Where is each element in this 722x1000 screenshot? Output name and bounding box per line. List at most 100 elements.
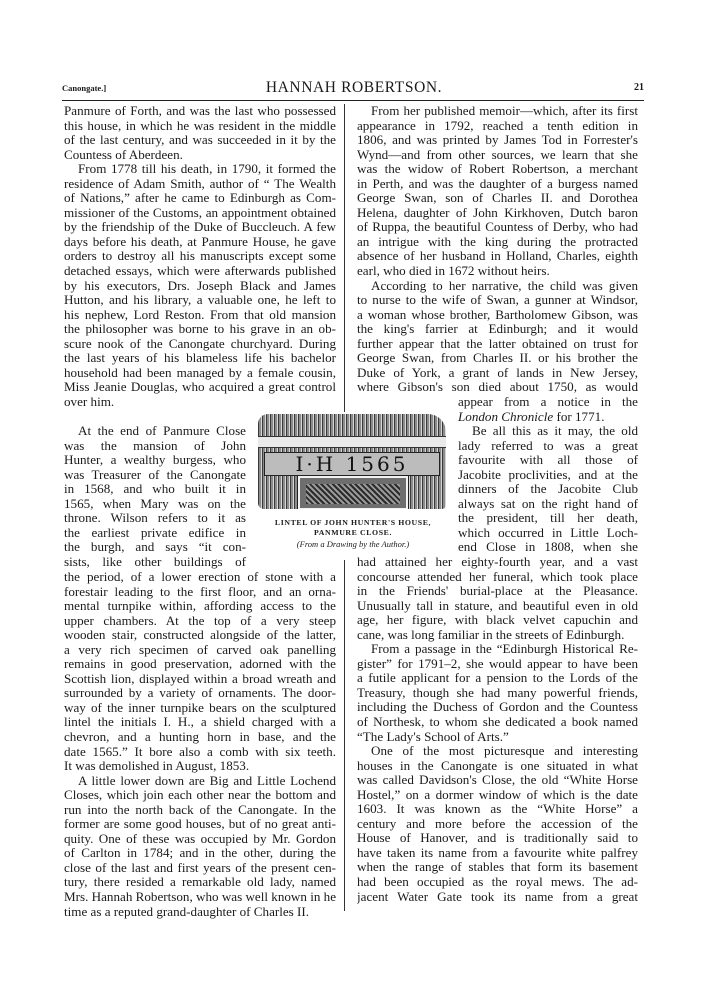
text-line: London Chronicle for 1771. xyxy=(458,409,605,424)
text-line: sists, like other buildings of xyxy=(64,554,246,569)
text-line: wooden stair, constructed alongside of t… xyxy=(64,628,336,643)
text-line: Countess of Aberdeen. xyxy=(64,147,183,162)
text-line: Wynd—and from other sources, we learn th… xyxy=(357,147,638,162)
text-line: the philosopher was borne to his grave i… xyxy=(64,322,336,337)
text-line: Treasury, though she had many powerful f… xyxy=(357,685,638,700)
text-line: run into the north back of the Canongate… xyxy=(64,802,336,817)
text-line: appearance in 1792, reached a tenth edit… xyxy=(357,118,638,133)
text-line: household had been managed by a female c… xyxy=(64,365,336,380)
text-line: 1603. It was known as the “White Horse” … xyxy=(357,802,638,817)
text-line: of Carlton in 1784; and in the other, du… xyxy=(64,846,336,861)
text-line: Jacobite proclivities, and at the xyxy=(458,467,638,482)
section-label: Canongate.] xyxy=(62,83,107,93)
right-column-top: From her published memoir—which, after i… xyxy=(357,104,638,395)
text-line: 1806, and was printed by James Tod in Fo… xyxy=(357,133,638,148)
text-line: surrounded by a variety of ornaments. Th… xyxy=(64,686,336,701)
figure-credit: (From a Drawing by the Author.) xyxy=(296,539,410,549)
text-line: by the friendship of the Duke of Buccleu… xyxy=(64,220,336,235)
text-line: Hunter, a wealthy burgess, who xyxy=(64,453,246,468)
text-line: Panmure of Forth, and was the last who p… xyxy=(64,104,336,118)
text-line: in Perth, and was the daughter of a burg… xyxy=(357,176,638,191)
text-line: orders to destroy all his manuscripts ex… xyxy=(64,249,336,264)
text-line: Duke of York, a grant of lands in New Je… xyxy=(357,365,638,380)
text-line: Hutton, and his library, a valuable one,… xyxy=(64,293,336,308)
text-line: over him. xyxy=(64,394,115,409)
text-line: had attained her eighty-fourth year, and… xyxy=(357,555,638,569)
figure-caption-location: PANMURE CLOSE. xyxy=(314,528,392,537)
text-line: From a passage in the “Edinburgh Histori… xyxy=(371,642,638,657)
lintel-illustration: I·H 1565 LINTEL OF JOHN HUNTER'S HOUSE, … xyxy=(255,414,446,557)
text-line: Hostel,” on a dormer window of which is … xyxy=(357,787,638,802)
text-line: century and more before the accession of… xyxy=(357,816,638,831)
text-line: According to her narrative, the child wa… xyxy=(371,278,638,293)
text-line: the burgh, and says “it con- xyxy=(64,540,246,555)
text-line: always sat on the right hand of xyxy=(458,496,638,511)
text-line: House of Hanover, and is traditionally s… xyxy=(357,831,638,846)
text-line: in 1568, and who built it in xyxy=(64,482,246,497)
text-line: a futile applicant for a pension to the … xyxy=(357,671,638,686)
lintel-inscription: I·H 1565 xyxy=(295,452,409,476)
text-line: including the Duchess of Gordon and the … xyxy=(357,700,638,715)
text-line: was called Davidson's Close, the old “Wh… xyxy=(357,773,638,788)
text-line: of Northesk, to whom she dedicated a boo… xyxy=(357,715,638,730)
text-line: appear from a notice in the xyxy=(458,395,638,409)
text-line: where Gibson's son died about 1750, as w… xyxy=(357,380,638,395)
text-line: “The Lady's School of Arts.” xyxy=(357,729,509,744)
header-rule xyxy=(62,100,644,101)
text-line: residence of Adam Smith, author of “ The… xyxy=(64,176,336,191)
text-line: to nurse to the wife of Swan, a gunner a… xyxy=(357,293,638,308)
text-line: time as a reputed grand-daughter of Char… xyxy=(64,904,310,919)
text-line: Be all this as it may, the old xyxy=(472,424,638,439)
text-line: age, her figure, with black velvet capuc… xyxy=(357,613,638,628)
text-line: of Nations,” after he came to Edinburgh … xyxy=(64,191,336,206)
text-line: close of the last and first years of the… xyxy=(64,860,336,875)
text-line: Helena, daughter of John Kirkhoven, Dutc… xyxy=(357,205,638,220)
text-line: was Treasurer of the Canongate xyxy=(64,467,246,482)
text-line: Closes, which join each other near the b… xyxy=(64,788,336,803)
text-line: A little lower down are Big and Little L… xyxy=(78,773,336,788)
text-line: former are some good houses, but of no g… xyxy=(64,817,336,832)
text-line: forestair leading to the first floor, an… xyxy=(64,584,336,599)
text-line: It was demolished in August, 1853. xyxy=(64,759,250,774)
text-line: which occurred in Little Loch- xyxy=(458,525,638,540)
text-line: of the last century, and was succeeded i… xyxy=(64,133,336,148)
text-line: Miss Jeanie Douglas, who acquired a grea… xyxy=(64,380,336,395)
text-line: when the range of stables that form its … xyxy=(357,860,638,875)
text-line: was the widow of Robert Robertson, a mer… xyxy=(357,162,638,177)
text-line: throne. Wilson refers to it as xyxy=(64,511,246,526)
text-line: detached essays, which were afterwards p… xyxy=(64,264,336,279)
text-line: Scottish lion, displayed within a broad … xyxy=(64,671,336,686)
text-line: way of the inner turnpike bears on the s… xyxy=(64,700,336,715)
text-line: the period, of a lower erection of stone… xyxy=(64,570,336,584)
figure-caption: LINTEL OF JOHN HUNTER'S HOUSE, xyxy=(274,518,432,527)
text-line: end Close in 1808, when she xyxy=(458,540,638,555)
text-line: his nephew, Lord Reston. From that old m… xyxy=(64,307,336,322)
lintel-engraving-image: I·H 1565 xyxy=(258,414,446,509)
right-column-bottom: had attained her eighty-fourth year, and… xyxy=(357,555,638,904)
page-number: 21 xyxy=(634,82,644,93)
text-line: One of the most picturesque and interest… xyxy=(371,744,638,759)
text-line: upper chambers. At the top of a very ste… xyxy=(64,613,336,628)
text-line: scure nook of the Canongate churchyard. … xyxy=(64,336,336,351)
text-line: George Swan, from Charles II. or his bro… xyxy=(357,351,638,366)
text-line: this house, in which he was resident in … xyxy=(64,118,336,133)
text-line: houses in the Canongate is one situated … xyxy=(357,758,638,773)
text-line: remains in good preservation, adorned wi… xyxy=(64,657,336,672)
text-line: favourite with all those of xyxy=(458,453,638,468)
text-line: From her published memoir—which, after i… xyxy=(371,104,638,118)
text-line: chevron, and a hunting horn in base, and… xyxy=(64,730,336,745)
text-line: lintel the initials I. H., a shield char… xyxy=(64,715,336,730)
text-line: date 1565.” It bore also a comb with six… xyxy=(64,744,336,759)
running-header: Canongate.] HANNAH ROBERTSON. 21 xyxy=(62,79,646,99)
left-column-top: Panmure of Forth, and was the last who p… xyxy=(64,104,336,409)
text-line: tury, there resided a remarkable old lad… xyxy=(64,875,336,890)
text-line: a very rich specimen of carved oak panel… xyxy=(64,642,336,657)
text-line: the earliest private edifice in xyxy=(64,525,246,540)
text-line: the last years of his blameless life his… xyxy=(64,351,336,366)
text-line: earl, who died in 1672 without heirs. xyxy=(357,264,550,279)
text-line: had been occupied as the royal mews. The… xyxy=(357,875,638,890)
page-title: HANNAH ROBERTSON. xyxy=(265,79,443,96)
text-line: lady referred to was a great xyxy=(458,438,638,453)
left-column-bottom: the period, of a lower erection of stone… xyxy=(64,570,336,919)
